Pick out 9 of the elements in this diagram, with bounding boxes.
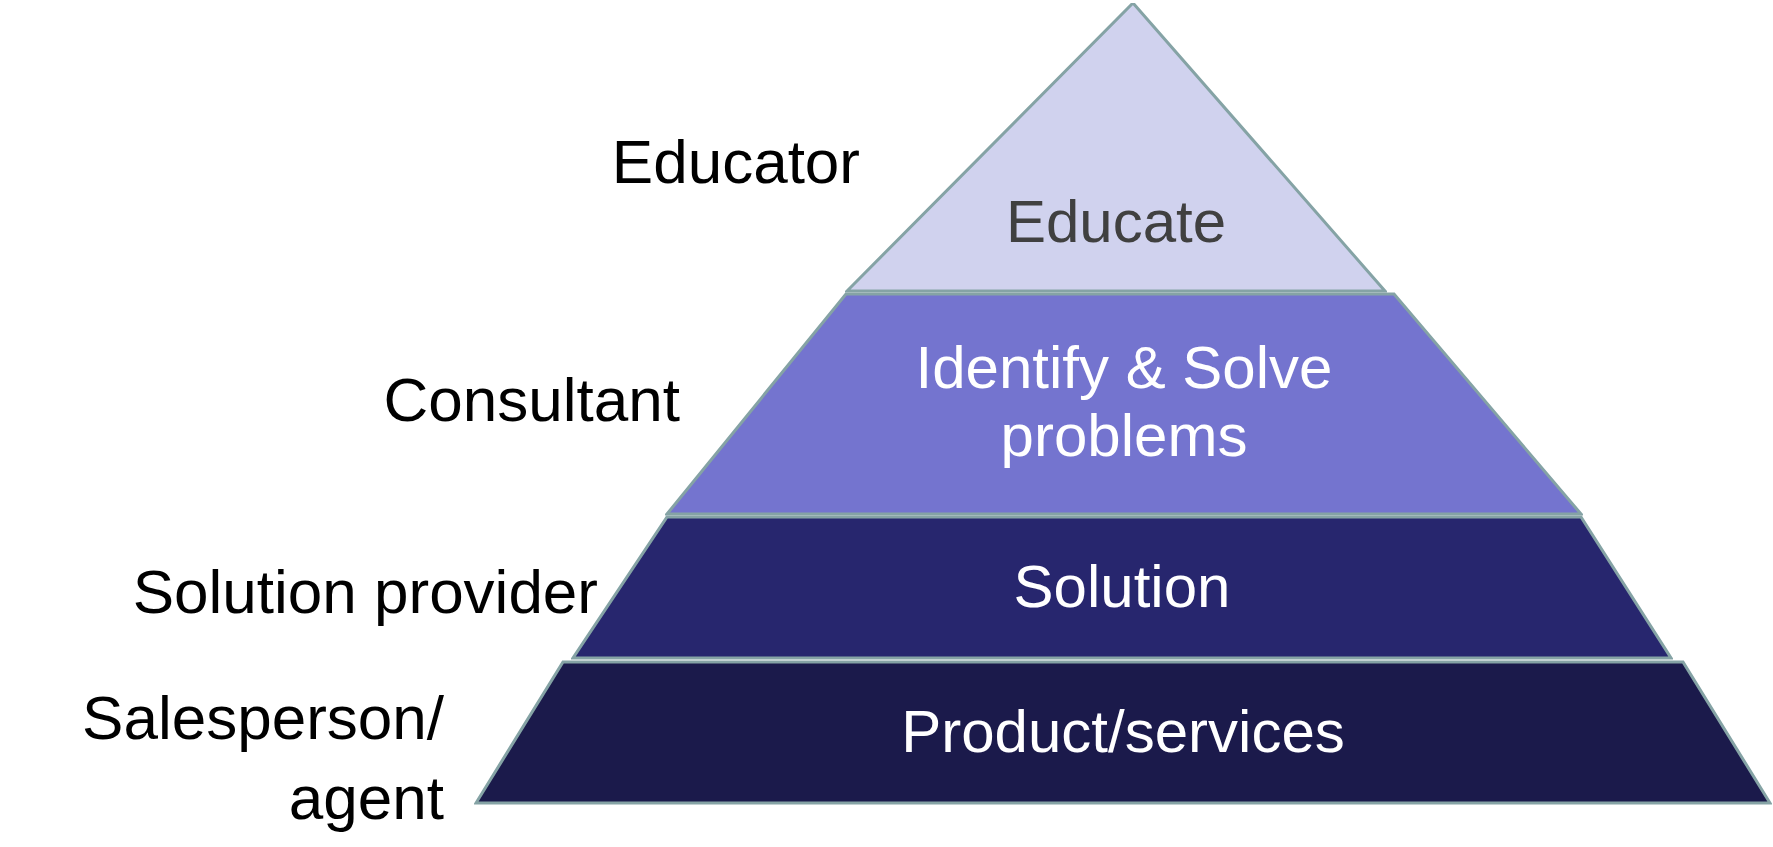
layer-label: Educate [1005,188,1227,256]
role-label: Educator [611,126,860,198]
pyramid-layer [474,660,1772,805]
role-label: Consultant [383,364,680,436]
layer-label: Product/services [901,698,1345,766]
role-label: Solution provider [132,556,598,628]
role-label: Salesperson/ agent [81,682,444,834]
layer-label: Identify & Solve problems [914,334,1334,470]
layer-label: Solution [1013,553,1231,621]
